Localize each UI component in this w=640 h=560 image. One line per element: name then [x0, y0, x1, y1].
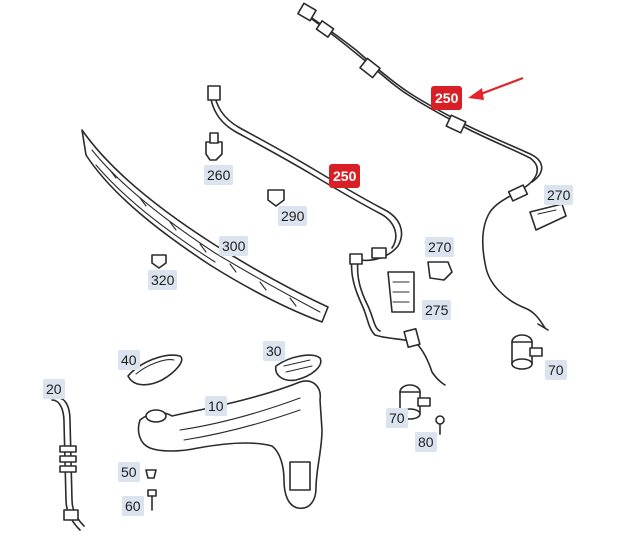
callout-80[interactable]: 80	[415, 432, 437, 452]
clip-320	[151, 254, 167, 269]
callout-40[interactable]: 40	[118, 350, 140, 370]
callout-60[interactable]: 60	[122, 496, 144, 516]
highlight-arrow	[468, 76, 524, 100]
callout-320[interactable]: 320	[148, 270, 178, 290]
callout-30[interactable]: 30	[263, 341, 285, 361]
callout-270-right[interactable]: 270	[544, 185, 574, 205]
callout-270-middle[interactable]: 270	[425, 237, 455, 257]
grommet-50	[145, 469, 157, 479]
clip-260	[205, 132, 223, 161]
hose-line-upper	[297, 2, 549, 331]
callout-290[interactable]: 290	[278, 206, 308, 226]
pump-70-right	[511, 334, 543, 370]
callout-70-right[interactable]: 70	[545, 360, 567, 380]
callout-300[interactable]: 300	[219, 236, 249, 256]
callout-20[interactable]: 20	[43, 379, 65, 399]
bolt-60	[147, 489, 157, 511]
callout-70-middle[interactable]: 70	[386, 408, 408, 428]
hose-20	[51, 397, 85, 531]
callout-260[interactable]: 260	[204, 165, 234, 185]
connector-270-mid	[427, 261, 453, 281]
cowl-panel	[81, 129, 329, 323]
callout-250-middle[interactable]: 250	[329, 164, 361, 188]
bracket-275	[387, 271, 415, 313]
callout-10[interactable]: 10	[205, 396, 227, 416]
clip-290	[267, 189, 285, 207]
callout-50[interactable]: 50	[118, 462, 140, 482]
callout-250-upper[interactable]: 250	[431, 86, 463, 110]
callout-275[interactable]: 275	[422, 300, 452, 320]
connector-270-right	[529, 203, 567, 231]
screw-80	[435, 415, 445, 435]
filler-30	[274, 354, 322, 382]
hose-line-middle	[207, 85, 446, 386]
reservoir-10	[137, 380, 323, 510]
seal-40	[127, 354, 183, 386]
